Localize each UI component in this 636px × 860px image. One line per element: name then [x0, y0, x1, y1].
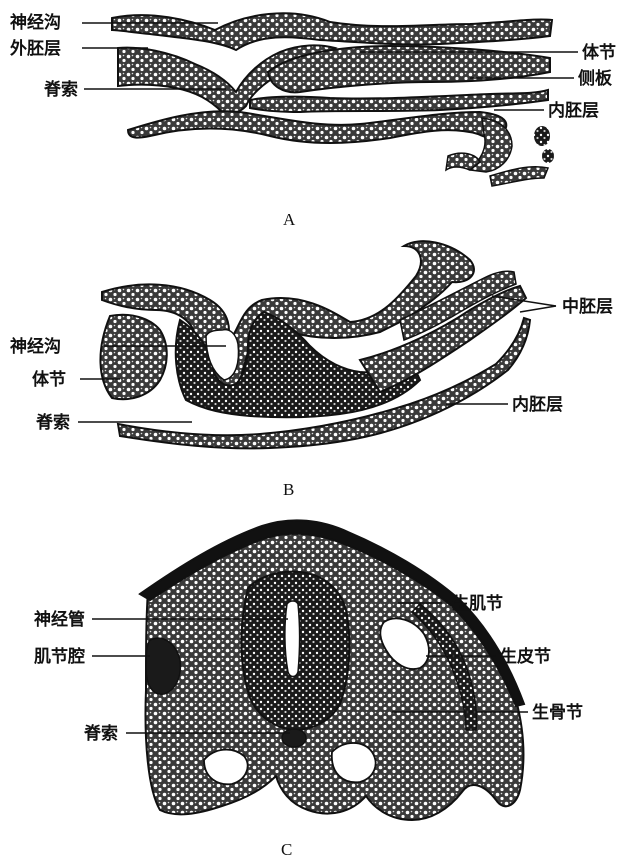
- panel-b-letter: B: [283, 480, 294, 499]
- panel-a-ectoderm: [112, 13, 552, 50]
- panel-a-letter: A: [283, 210, 296, 229]
- panel-b-label-endoderm: 内胚层: [512, 394, 563, 415]
- panel-c-label-dermatome: 生皮节: [500, 646, 551, 667]
- panel-c-lower-cavity-right: [332, 743, 376, 782]
- panel-b-label-neural-groove: 神经沟: [10, 336, 61, 357]
- panel-b-somite: [100, 315, 166, 399]
- panel-a-label-endoderm: 内胚层: [548, 100, 599, 121]
- panel-a-endoderm-fragment-3: [490, 167, 548, 186]
- panel-b: 中胚层 神经沟 体节 脊索 内胚层 B: [10, 241, 613, 499]
- panel-c: 生肌节 神经管 肌节腔 生皮节 生骨节 脊索 C: [34, 520, 583, 859]
- panel-b-label-somite: 体节: [32, 369, 66, 390]
- panel-a: 神经沟 外胚层 脊索 体节 侧板 内胚层 A: [10, 12, 616, 229]
- panel-a-label-ectoderm: 外胚层: [10, 38, 61, 59]
- panel-c-neural-canal: [285, 601, 300, 677]
- panel-b-label-notochord: 脊索: [35, 412, 70, 433]
- panel-a-label-lateral-plate: 侧板: [578, 68, 613, 89]
- panel-b-leader-mesoderm-2: [520, 306, 556, 312]
- panel-c-label-neural-tube: 神经管: [34, 609, 85, 630]
- panel-a-label-notochord: 脊索: [43, 79, 78, 100]
- panel-c-notochord: [282, 729, 306, 747]
- panel-a-endoderm: [128, 111, 506, 143]
- panel-a-label-somite: 体节: [582, 42, 616, 63]
- panel-a-label-neural-groove: 神经沟: [10, 12, 61, 33]
- panel-a-cell-cluster: [534, 126, 550, 146]
- panel-c-label-sclerotome: 生骨节: [532, 702, 583, 723]
- panel-c-letter: C: [281, 840, 292, 859]
- panel-c-label-notochord: 脊索: [83, 723, 118, 744]
- panel-c-label-myocoele: 肌节腔: [34, 646, 85, 667]
- panel-c-label-myotome: 生肌节: [452, 593, 503, 614]
- panel-a-cell-cluster-2: [542, 149, 554, 163]
- panel-b-label-mesoderm: 中胚层: [562, 296, 613, 317]
